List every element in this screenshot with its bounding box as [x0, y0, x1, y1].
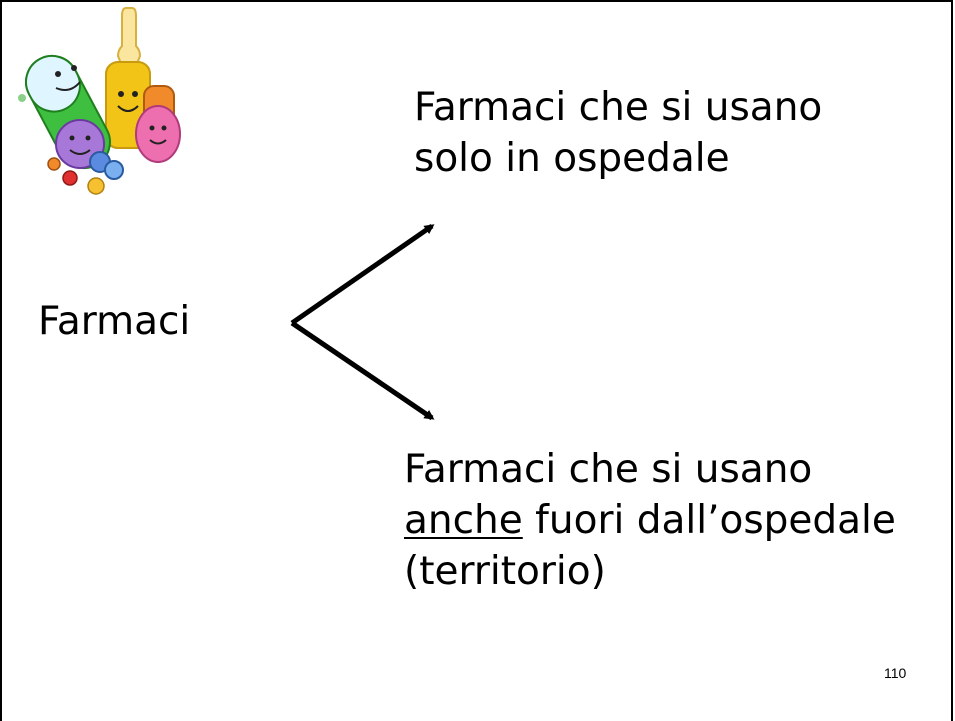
center-label: Farmaci	[38, 299, 191, 344]
branch-bottom-line-2-rest: fuori dall’ospedale	[522, 498, 896, 543]
page-number: 110	[884, 665, 907, 681]
branch-top-text: Farmaci che si usano solo in ospedale	[414, 82, 822, 184]
arrow-down	[290, 320, 435, 421]
smiling-medicine-pills-icon	[18, 7, 181, 195]
underlined-word: anche	[404, 498, 523, 543]
arrow-up	[290, 223, 435, 326]
branch-bottom-text: Farmaci che si usano anche fuori dall’os…	[404, 444, 896, 597]
branch-top-line-2: solo in ospedale	[414, 136, 730, 181]
branch-top-line-1: Farmaci che si usano	[414, 85, 823, 130]
branch-bottom-line-3: (territorio)	[404, 549, 606, 594]
branch-bottom-line-2: anche fuori dall’ospedale	[404, 495, 896, 546]
branch-bottom-line-1: Farmaci che si usano	[404, 447, 813, 492]
